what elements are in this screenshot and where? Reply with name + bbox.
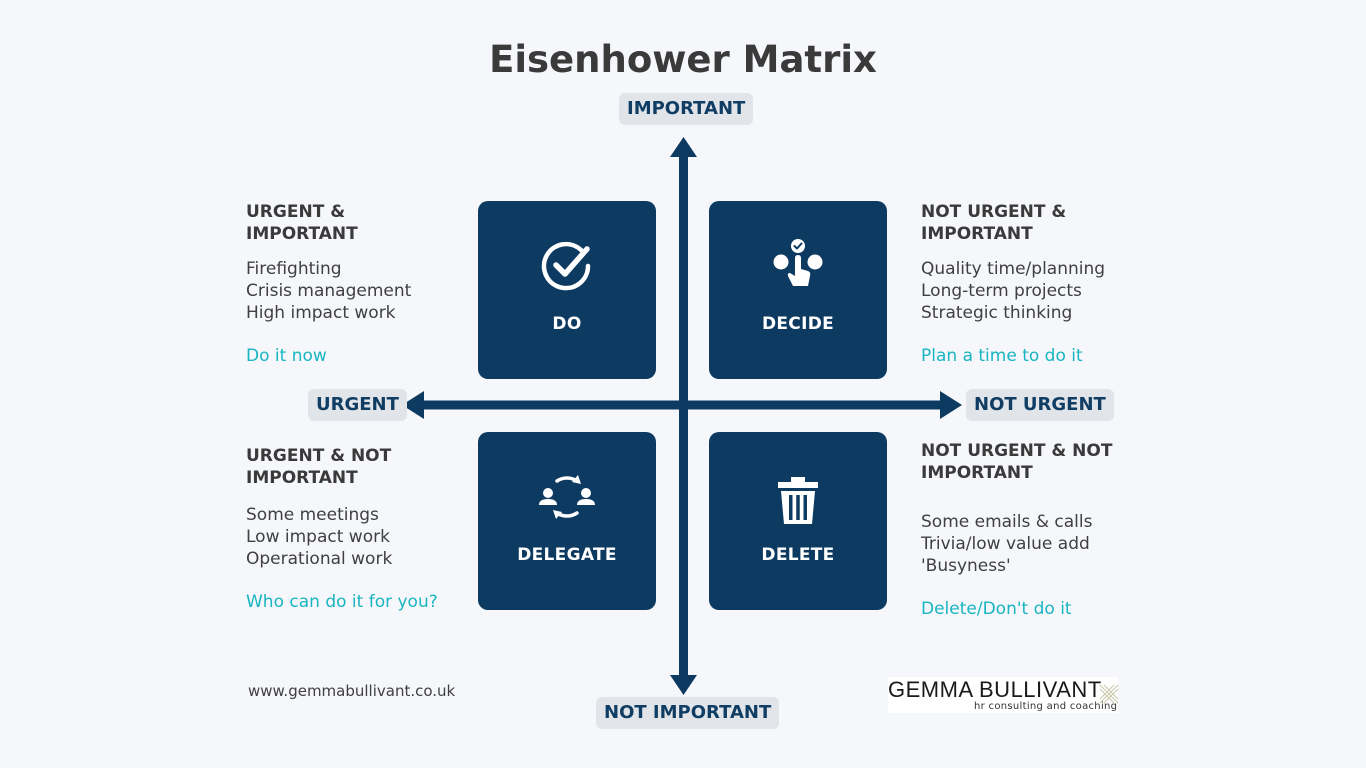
list-item: Some emails & calls [921, 512, 1093, 532]
quadrant-action: Delete/Don't do it [921, 599, 1072, 619]
quadrant-heading: URGENT & IMPORTANT [246, 202, 358, 244]
quadrant-action: Plan a time to do it [921, 346, 1083, 366]
quadrant-heading: NOT URGENT & IMPORTANT [921, 202, 1067, 244]
logo-name: GEMMA BULLIVANT [888, 677, 1102, 702]
quadrant-box-do: DO [478, 201, 656, 379]
quadrant-items: Quality time/planning Long-term projects… [921, 258, 1151, 324]
list-item: Crisis management [246, 281, 412, 301]
list-item: Long-term projects [921, 281, 1082, 301]
axis-label-not-important: NOT IMPORTANT [596, 697, 780, 729]
arrow-right-icon [940, 391, 962, 419]
quadrant-heading: NOT URGENT & NOT IMPORTANT [921, 441, 1113, 483]
quadrant-items: Some meetings Low impact work Operationa… [246, 504, 476, 570]
list-item: High impact work [246, 303, 396, 323]
logo-mark-icon [1099, 684, 1119, 704]
quadrant-box-delegate: DELEGATE [478, 432, 656, 610]
trash-icon [778, 477, 818, 524]
vertical-axis-line [679, 152, 688, 680]
quadrant-heading: URGENT & NOT IMPORTANT [246, 446, 392, 488]
list-item: Some meetings [246, 505, 379, 525]
quadrant-items: Firefighting Crisis management High impa… [246, 258, 476, 324]
list-item: Operational work [246, 549, 393, 569]
arrow-down-icon [670, 675, 697, 695]
axis-label-not-urgent: NOT URGENT [966, 389, 1114, 421]
quadrant-box-decide: DECIDE [709, 201, 887, 379]
axis-label-important: IMPORTANT [619, 93, 754, 125]
list-item: Trivia/low value add [921, 534, 1090, 554]
brand-logo: GEMMA BULLIVANT hr consulting and coachi… [888, 677, 1119, 713]
quadrant-text-decide: NOT URGENT & IMPORTANT Quality time/plan… [921, 201, 1151, 366]
list-item: Firefighting [246, 259, 342, 279]
people-cycle-icon [539, 475, 595, 519]
page-title: Eisenhower Matrix [489, 38, 877, 81]
quadrant-items: Some emails & calls Trivia/low value add… [921, 511, 1151, 577]
list-item: Quality time/planning [921, 259, 1106, 279]
quadrant-text-delegate: URGENT & NOT IMPORTANT Some meetings Low… [246, 445, 476, 612]
list-item: 'Busyness' [921, 556, 1011, 576]
quadrant-label-decide: DECIDE [761, 314, 835, 334]
list-item: Low impact work [246, 527, 390, 547]
check-circle-icon [541, 241, 591, 291]
quadrant-action: Do it now [246, 346, 327, 366]
hand-select-icon [773, 239, 823, 286]
quadrant-action: Who can do it for you? [246, 592, 438, 612]
quadrant-text-delete: NOT URGENT & NOT IMPORTANT Some emails &… [921, 440, 1151, 619]
axis-label-urgent: URGENT [308, 389, 407, 421]
quadrant-label-do: DO [552, 314, 582, 334]
arrow-up-icon [670, 137, 697, 157]
quadrant-label-delegate: DELEGATE [517, 545, 617, 565]
quadrant-label-delete: DELETE [761, 545, 835, 565]
logo-tagline: hr consulting and coaching [974, 701, 1118, 712]
list-item: Strategic thinking [921, 303, 1073, 323]
website-url[interactable]: www.gemmabullivant.co.uk [248, 682, 456, 700]
quadrant-text-do: URGENT & IMPORTANT Firefighting Crisis m… [246, 201, 476, 366]
quadrant-box-delete: DELETE [709, 432, 887, 610]
horizontal-axis-line [418, 400, 950, 410]
